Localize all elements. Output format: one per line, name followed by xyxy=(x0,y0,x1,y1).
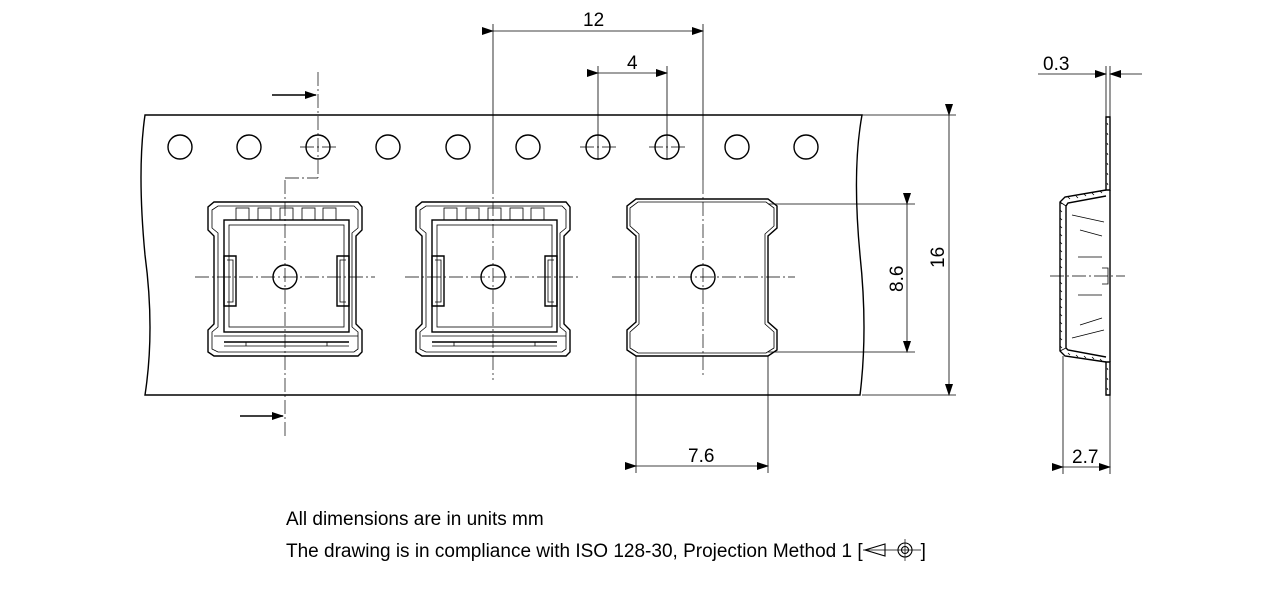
dimension-tape-width: 16 xyxy=(862,104,956,396)
side-view xyxy=(1050,116,1125,396)
sprocket-hole xyxy=(724,134,750,160)
dim-label-7-6: 7.6 xyxy=(688,446,714,467)
dim-label-2-7: 2.7 xyxy=(1072,447,1098,468)
dimension-cavity-length: 8.6 xyxy=(768,193,915,353)
sprocket-hole xyxy=(793,134,819,160)
compliance-text: The drawing is in compliance with ISO 12… xyxy=(286,541,863,562)
dim-label-4: 4 xyxy=(627,53,638,74)
compliance-text-end: ] xyxy=(920,541,926,562)
dimension-cavity-width: 7.6 xyxy=(625,356,769,473)
sprocket-hole xyxy=(236,134,262,160)
dim-label-16: 16 xyxy=(928,247,949,268)
dimension-hole-pitch: 4 xyxy=(587,53,668,160)
dimension-cavity-depth: 2.7 xyxy=(1052,356,1111,474)
compliance-note: The drawing is in compliance with ISO 12… xyxy=(286,539,926,563)
sprocket-hole xyxy=(167,134,193,160)
tape-outline xyxy=(140,114,865,396)
dimension-tape-thickness: 0.3 xyxy=(1038,54,1142,117)
pocket-3 xyxy=(626,198,778,357)
dim-label-8-6: 8.6 xyxy=(887,266,908,292)
dim-label-0-3: 0.3 xyxy=(1043,54,1069,75)
dimension-sprocket-pitch: 12 xyxy=(482,10,704,180)
dim-label-12: 12 xyxy=(583,10,604,31)
first-angle-projection-icon xyxy=(862,539,921,561)
units-note: All dimensions are in units mm xyxy=(286,509,544,530)
sprocket-hole xyxy=(515,134,541,160)
sprocket-hole xyxy=(375,134,401,160)
sprocket-hole xyxy=(445,134,471,160)
